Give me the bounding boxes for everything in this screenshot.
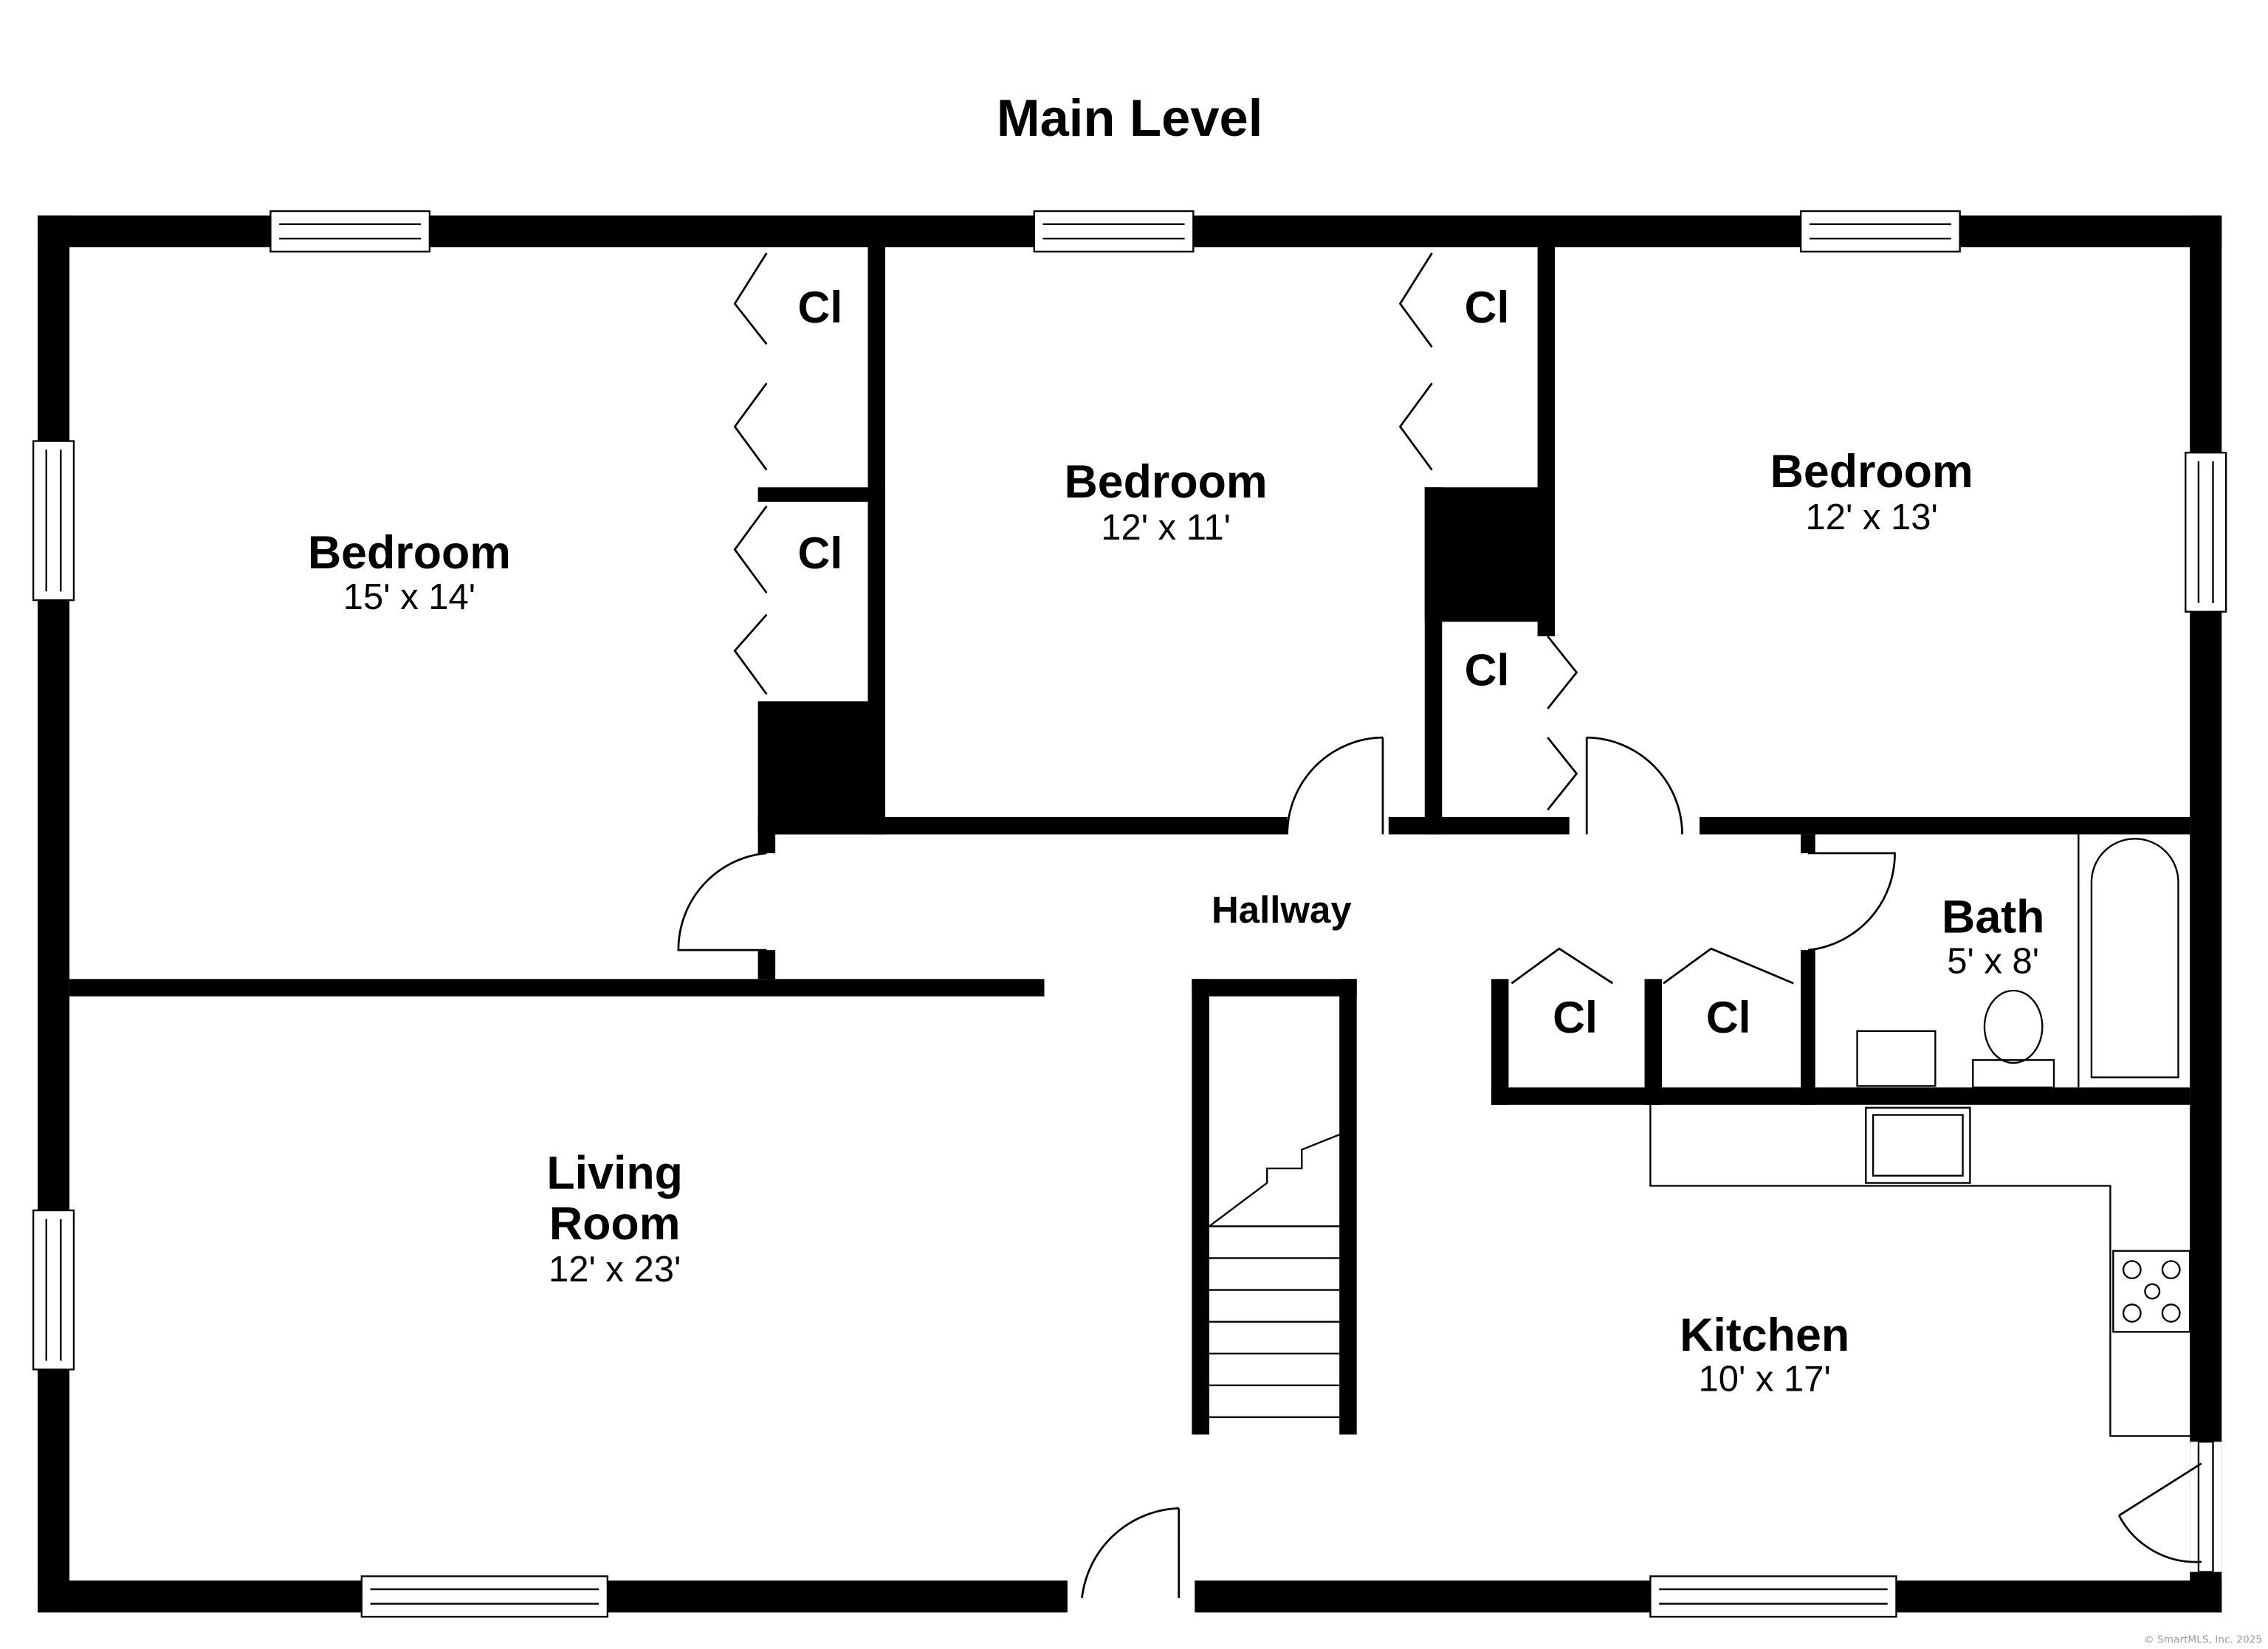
window <box>1799 210 1961 253</box>
closet-label: Cl <box>798 528 843 578</box>
bedroom3-label: Bedroom <box>1770 446 1973 498</box>
bath-label: Bath <box>1942 892 2044 943</box>
closet-label: Cl <box>1465 282 1510 332</box>
closet-label: Cl <box>798 282 843 332</box>
toilet <box>1983 989 2044 1064</box>
window <box>269 210 431 253</box>
closet-label: Cl <box>1706 992 1751 1042</box>
sink <box>1856 1030 1937 1087</box>
stove <box>2112 1250 2191 1333</box>
exterior-walls <box>37 215 2222 1613</box>
living-room-dims: 12' x 23' <box>549 1250 681 1290</box>
window <box>360 1575 609 1618</box>
closet-label: Cl <box>1553 992 1598 1042</box>
bedroom1-dims: 15' x 14' <box>343 577 475 617</box>
window <box>1649 1575 1897 1618</box>
kitchen-dims: 10' x 17' <box>1699 1360 1831 1400</box>
floor-title: Main Level <box>997 89 1263 147</box>
window <box>32 440 75 602</box>
closet-label: Cl <box>1465 645 1510 695</box>
bedroom3-dims: 12' x 13' <box>1805 498 1937 537</box>
bedroom2-label: Bedroom <box>1065 456 1268 508</box>
staircase <box>1192 979 1357 1435</box>
doors <box>677 252 2202 1598</box>
hallway-label: Hallway <box>1212 889 1352 931</box>
window <box>1033 210 1195 253</box>
bath-fixtures <box>1856 834 2179 1089</box>
windows <box>32 210 2227 1618</box>
living-room-label-1: Living <box>546 1147 683 1199</box>
kitchen-label: Kitchen <box>1680 1309 1849 1361</box>
bath-dims: 5' x 8' <box>1947 941 2039 981</box>
interior-walls <box>69 247 2190 1105</box>
living-room-label-2: Room <box>549 1198 681 1250</box>
kitchen-sink <box>1865 1106 1971 1184</box>
window <box>32 1209 75 1371</box>
kitchen-counters <box>1649 1104 2191 1437</box>
bathtub <box>2090 838 2179 1078</box>
copyright: © SmartMLS, Inc. 2025 <box>2144 1634 2262 1646</box>
bedroom1-label: Bedroom <box>308 527 511 579</box>
bedroom2-dims: 12' x 11' <box>1101 508 1231 548</box>
window <box>2185 452 2227 613</box>
